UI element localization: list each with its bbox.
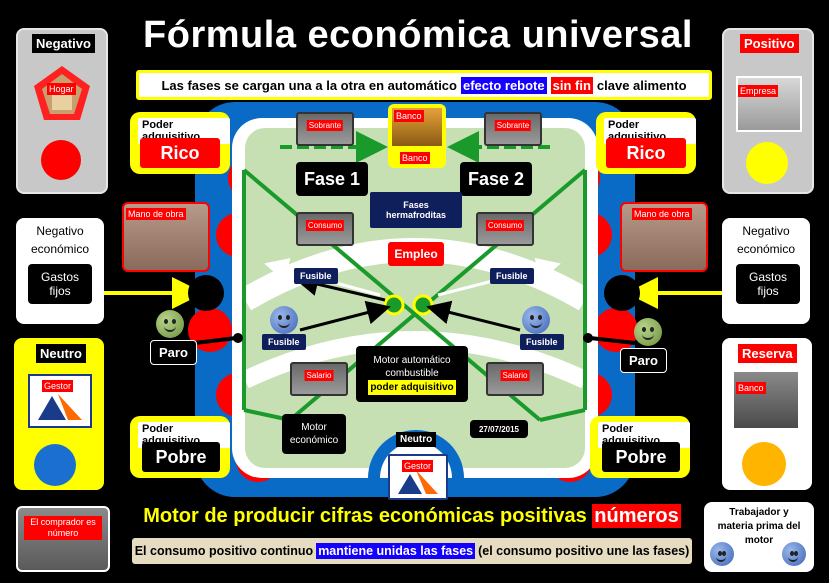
paro-left: Paro (150, 340, 197, 365)
bank-top-label1: Banco (394, 110, 424, 122)
negativo-card: Negativo Hogar (16, 28, 108, 194)
bottom-sub-part2: mantiene unidas las fases (316, 543, 476, 559)
neutro-bottom-label: Neutro (396, 432, 437, 447)
smiley-blue-left-icon (270, 306, 298, 334)
consumo-right-briefcase: Consumo (476, 212, 534, 246)
positivo-card: Positivo Empresa (722, 28, 814, 194)
date-label: 27/07/2015 (470, 420, 528, 438)
neg-econ-right-text: Negativo económico (722, 222, 810, 258)
fases-hermafroditas-box: Fases hermafroditas (370, 192, 462, 228)
motor-economico-box: Motor económico (282, 414, 346, 454)
fusible-1: Fusible (294, 268, 338, 284)
bank-top-card: Banco Banco (388, 104, 446, 168)
bottom-main-text: Motor de producir cifras económicas posi… (132, 504, 692, 528)
page-title: Fórmula económica universal (143, 14, 693, 56)
salario-right-briefcase: Salario (486, 362, 544, 396)
gastos-fijos-left: Gastos fijos (28, 264, 92, 304)
neg-econ-left-line2: económico (30, 242, 90, 256)
pobre-right-box: Poder adquisitivo Pobre (590, 416, 690, 478)
pobre-left-box: Poder adquisitivo Pobre (130, 416, 230, 478)
gastos-fijos-right: Gastos fijos (736, 264, 800, 304)
motor-auto-line1: Motor automático (373, 354, 451, 366)
trabajador-card: Trabajador y materia prima del motor (704, 502, 814, 572)
neg-econ-right-card: Negativo económico Gastos fijos (722, 218, 810, 324)
positivo-yellow-dot (746, 142, 788, 184)
bank-reserva-icon (734, 372, 798, 428)
bottom-sub-part3: (el consumo positivo une las fases) (478, 544, 690, 558)
bottom-main-part1: Motor de producir cifras económicas posi… (143, 505, 587, 527)
mano-right-label: Mano de obra (632, 208, 692, 220)
salario-right-label: Salario (500, 370, 530, 381)
pobre-right-value: Pobre (602, 442, 680, 472)
sobrante-right-label: Sobrante (494, 120, 532, 131)
neg-econ-right-line1: Negativo (742, 224, 790, 238)
smiley-green-right-icon (634, 318, 662, 346)
comprador-card: El comprador es número (16, 506, 110, 572)
gestor-bottom-label: Gestor (402, 460, 434, 472)
bottom-sub-banner: El consumo positivo continuo mantiene un… (132, 538, 692, 564)
trabajador-smiley-left-icon (710, 542, 734, 566)
bottom-sub-part1: El consumo positivo continuo (134, 544, 314, 558)
subtitle-part2: efecto rebote (460, 76, 547, 94)
sobrante-left-briefcase: Sobrante (296, 112, 354, 146)
salario-left-briefcase: Salario (290, 362, 348, 396)
sobrante-right-briefcase: Sobrante (484, 112, 542, 146)
reserva-card: Reserva Banco (722, 338, 812, 490)
neg-econ-right-line2: económico (736, 242, 796, 256)
comprador-label: El comprador es número (24, 516, 102, 540)
fusible-3: Fusible (262, 334, 306, 350)
consumo-left-label: Consumo (305, 220, 345, 231)
neg-econ-left-text: Negativo económico (16, 222, 104, 258)
trabajador-text: Trabajador y materia prima del motor (717, 507, 801, 546)
subtitle-part3: sin fin (550, 76, 593, 94)
subtitle-banner: Las fases se cargan una a la otra en aut… (136, 70, 712, 100)
trabajador-smiley-right-icon (782, 542, 806, 566)
subtitle-part4: clave alimento (596, 77, 687, 93)
reserva-bank-label: Banco (736, 382, 766, 394)
rico-right-box: Poder adquisitivo Rico (596, 112, 696, 174)
empresa-label: Empresa (738, 85, 779, 97)
fase2-box: Fase 2 (460, 162, 532, 196)
sobrante-left-label: Sobrante (306, 120, 344, 131)
reserva-orange-dot (742, 442, 786, 486)
motor-auto-line3: poder adquisitivo (368, 379, 456, 395)
gestor-left-label: Gestor (42, 380, 74, 392)
rico-left-value: Rico (140, 138, 220, 168)
consumo-right-label: Consumo (485, 220, 525, 231)
consumo-left-briefcase: Consumo (296, 212, 354, 246)
fusible-2: Fusible (490, 268, 534, 284)
rico-right-value: Rico (606, 138, 686, 168)
mano-right-card: Mano de obra (620, 202, 708, 272)
hogar-label: Hogar (47, 83, 76, 95)
neg-econ-left-line1: Negativo (36, 224, 84, 238)
motor-auto-line2: combustible (385, 367, 439, 379)
neg-econ-left-card: Negativo económico Gastos fijos (16, 218, 104, 324)
mano-left-label: Mano de obra (126, 208, 186, 220)
mano-left-card: Mano de obra (122, 202, 210, 272)
smiley-blue-right-icon (522, 306, 550, 334)
bank-top-label2: Banco (400, 152, 430, 164)
fusible-4: Fusible (520, 334, 564, 350)
positivo-header: Positivo (740, 34, 799, 53)
rico-left-box: Poder adquisitivo Rico (130, 112, 230, 174)
negativo-red-dot (41, 140, 81, 180)
paro-right: Paro (620, 348, 667, 373)
pobre-left-value: Pobre (142, 442, 220, 472)
motor-automatico-box: Motor automático combustible poder adqui… (356, 346, 468, 402)
neutro-header: Neutro (36, 344, 86, 363)
reserva-header: Reserva (738, 344, 797, 363)
fase1-box: Fase 1 (296, 162, 368, 196)
gestor-icon (28, 374, 92, 428)
salario-left-label: Salario (304, 370, 334, 381)
bottom-main-part2: números (592, 504, 681, 528)
empleo-box: Empleo (388, 242, 444, 266)
neutro-card: Neutro Gestor (14, 338, 104, 490)
neutro-blue-dot (34, 444, 76, 486)
subtitle-part1: Las fases se cargan una a la otra en aut… (161, 77, 457, 93)
smiley-green-left-icon (156, 310, 184, 338)
negativo-header: Negativo (32, 34, 95, 53)
